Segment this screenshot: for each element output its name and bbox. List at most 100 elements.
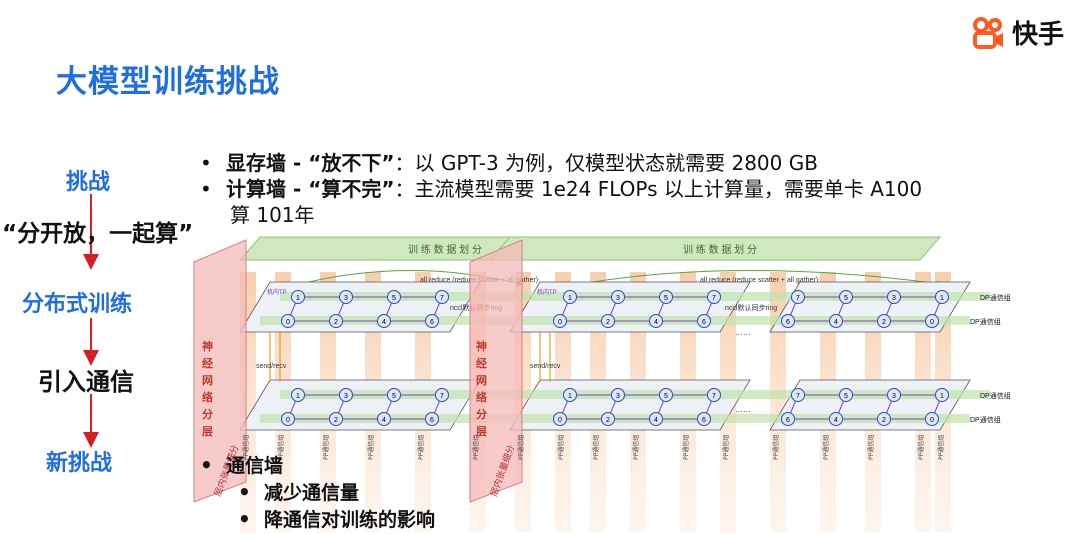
- pipelineN-layer1-bottom-node-3: 0: [925, 314, 939, 328]
- logo-text: 快手: [1012, 20, 1065, 50]
- slide-title: 大模型训练挑战: [56, 64, 280, 100]
- svg-text:4: 4: [654, 319, 658, 326]
- svg-text:0: 0: [930, 319, 934, 326]
- svg-text:神经网络分层: 神经网络分层: [475, 339, 487, 438]
- pipeline2-layer2-top-node-1: 3: [611, 388, 625, 402]
- pipeline1-layer1-top-node-1: 3: [339, 290, 353, 304]
- svg-text:1: 1: [940, 295, 944, 302]
- svg-text:6: 6: [786, 417, 790, 424]
- pipelineN-layer1-bottom-node-0: 6: [781, 314, 795, 328]
- svg-text:5: 5: [844, 295, 848, 302]
- kuaishou-logo: 快手: [970, 14, 1064, 51]
- bullet-memory-text: ：以 GPT-3 为例，仅模型状态就需要 2800 GB: [394, 151, 818, 175]
- svg-text:0: 0: [286, 417, 290, 424]
- pipeline-banners: [193, 239, 523, 503]
- flow-arrow-line: [83, 194, 99, 448]
- ring-label-2: nccl默认同步ring: [725, 303, 777, 312]
- pipelineN-layer1-top-node-3: 1: [935, 290, 949, 304]
- data-split-label-2: 训 练 数 据 划 分: [683, 243, 757, 256]
- pipeline1-layer2-top-node-0: 1: [291, 388, 305, 402]
- svg-text:5: 5: [664, 393, 668, 400]
- pp-group-label: PP通信组: [277, 435, 285, 460]
- pipeline1-layer1-top-node-2: 5: [387, 290, 401, 304]
- svg-text:0: 0: [558, 417, 562, 424]
- svg-text:0: 0: [286, 319, 290, 326]
- svg-text:2: 2: [882, 417, 886, 424]
- pp-group-label: PP通信组: [472, 435, 480, 460]
- svg-text:3: 3: [892, 295, 896, 302]
- flow-split-compute: “分开放，一起算”: [2, 221, 194, 247]
- pipeline2-layer1-bottom-node-0: 0: [553, 314, 567, 328]
- pipelineN-layer2-bottom-node-0: 6: [781, 412, 795, 426]
- svg-text:2: 2: [606, 319, 610, 326]
- svg-text:7: 7: [796, 393, 800, 400]
- pp-group-label: PP通信组: [517, 435, 525, 460]
- svg-text:0: 0: [930, 417, 934, 424]
- svg-text:3: 3: [344, 295, 348, 302]
- svg-text:2: 2: [882, 319, 886, 326]
- pipeline2-layer1-top-node-3: 7: [707, 290, 721, 304]
- pp-group-label: PP通信组: [822, 435, 830, 460]
- bullet-compute-bold: 计算墙 - “算不完”: [226, 177, 395, 201]
- pipelineN-layer1-bottom-node-2: 2: [877, 314, 891, 328]
- pipeline1-layer2-top-node-1: 3: [339, 388, 353, 402]
- svg-text:7: 7: [440, 295, 444, 302]
- parallel-training-diagram: 训 练 数 据 划 分 训 练 数 据 划 分 all reduce (redu…: [193, 236, 1011, 532]
- svg-text:4: 4: [834, 319, 838, 326]
- pipeline1-layer2-top-node-2: 5: [387, 388, 401, 402]
- pipelineN-layer2-top-node-1: 5: [839, 388, 853, 402]
- pipeline1-layer1-top-node-3: 7: [435, 290, 449, 304]
- svg-text:2: 2: [606, 417, 610, 424]
- pipeline2-layer1-bottom-node-1: 2: [601, 314, 615, 328]
- comm-wall-bullets: •通信墙 •减少通信量 •降通信对训练的影响: [200, 452, 435, 533]
- challenge-flow: 挑战 “分开放，一起算” 分布式训练 引入通信 新挑战: [0, 150, 193, 480]
- tp-label-1: 机内TP: [267, 288, 287, 296]
- bullet-compute-text: ：主流模型需要 1e24 FLOPs 以上计算量，需要单卡 A100: [394, 177, 923, 201]
- svg-text:7: 7: [796, 295, 800, 302]
- pipelineN-layer1-top-node-0: 7: [791, 290, 805, 304]
- svg-text:7: 7: [440, 393, 444, 400]
- svg-text:6: 6: [786, 319, 790, 326]
- allreduce-label-2: all reduce (reduce scatter + all gather): [700, 277, 818, 284]
- dp-group-label-1: DP通信组: [980, 293, 1011, 302]
- comm-wall-item-2-text: 降通信对训练的影响: [264, 509, 436, 531]
- data-split-label-1: 训 练 数 据 划 分: [408, 243, 482, 256]
- pipeline-label-1: 神经网络分层: [201, 339, 213, 438]
- svg-text:7: 7: [712, 295, 716, 302]
- pp-group-label: PP通信组: [242, 435, 250, 460]
- svg-text:0: 0: [558, 319, 562, 326]
- pipelineN-layer2-top-node-0: 7: [791, 388, 805, 402]
- data-split-banners: [238, 236, 942, 261]
- svg-text:1: 1: [296, 393, 300, 400]
- pp-group-label: PP通信组: [917, 435, 925, 460]
- comm-wall-item-1-text: 减少通信量: [264, 482, 360, 504]
- svg-text:5: 5: [664, 295, 668, 302]
- svg-text:6: 6: [430, 417, 434, 424]
- ellipsis-top: ……: [735, 328, 751, 337]
- pipeline2-layer2-top-node-3: 7: [707, 388, 721, 402]
- send-recv-label-1: send/recv: [256, 363, 287, 370]
- kuaishou-logo-icon: [973, 16, 1003, 49]
- send-recv-label-2: send/recv: [530, 363, 561, 370]
- send-recv-arrows: [269, 332, 551, 382]
- pp-group-label: PP通信组: [367, 435, 375, 460]
- svg-text:4: 4: [382, 319, 386, 326]
- pipeline1-layer1-bottom-node-2: 4: [377, 314, 391, 328]
- svg-text:1: 1: [568, 295, 572, 302]
- ellipsis-bottom: ……: [735, 405, 751, 414]
- bullet-memory-bold: 显存墙 - “放不下”: [226, 151, 395, 175]
- bullet-compute-cont-text: 算 101年: [230, 203, 315, 227]
- dp-group-label-2: DP通信组: [970, 317, 1001, 326]
- svg-text:1: 1: [296, 295, 300, 302]
- pipelineN-layer1-bottom-node-1: 4: [829, 314, 843, 328]
- pp-group-label: PP通信组: [322, 435, 330, 460]
- pipeline1-layer2-bottom-node-1: 2: [329, 412, 343, 426]
- pipelineN-layer2-top-node-3: 1: [935, 388, 949, 402]
- pipeline-label-2: 神经网络分层: [475, 339, 487, 438]
- svg-text:1: 1: [940, 393, 944, 400]
- pipeline1-layer1-top-node-0: 1: [291, 290, 305, 304]
- pp-group-label: PP通信组: [592, 435, 600, 460]
- pipeline2-layer2-bottom-node-0: 0: [553, 412, 567, 426]
- flow-new-challenge: 新挑战: [46, 451, 113, 476]
- pipeline2-layer2-bottom-node-3: 6: [697, 412, 711, 426]
